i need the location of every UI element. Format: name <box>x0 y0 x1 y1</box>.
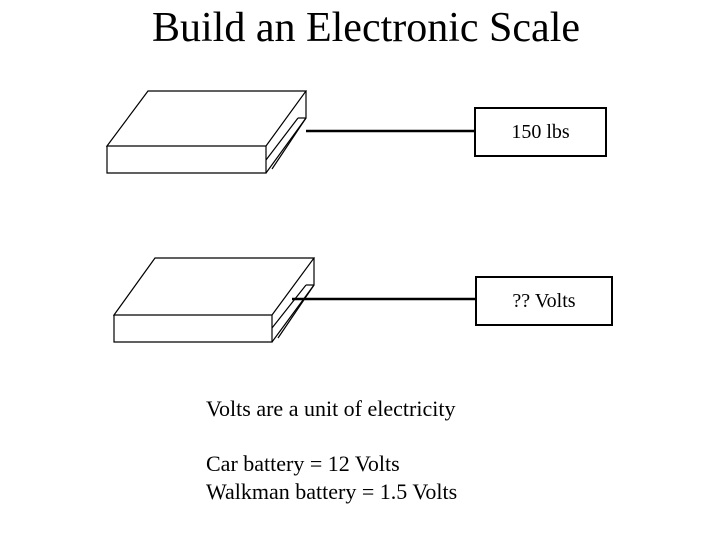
note-line-walkman-battery: Walkman battery = 1.5 Volts <box>206 479 458 504</box>
note-line-volts-definition: Volts are a unit of electricity <box>206 396 456 421</box>
page-title: Build an Electronic Scale <box>151 5 581 51</box>
notes-block: Volts are a unit of electricity Car batt… <box>206 395 457 506</box>
note-line-car-battery: Car battery = 12 Volts <box>206 451 400 476</box>
scale-platform-bottom <box>112 257 316 343</box>
note-spacer <box>206 423 457 450</box>
voltage-readout-box: ?? Volts <box>475 276 613 326</box>
weight-readout-label: 150 lbs <box>511 121 570 143</box>
weight-readout-box: 150 lbs <box>474 107 607 157</box>
voltage-readout-label: ?? Volts <box>512 290 576 312</box>
scale-platform-top <box>105 90 308 174</box>
